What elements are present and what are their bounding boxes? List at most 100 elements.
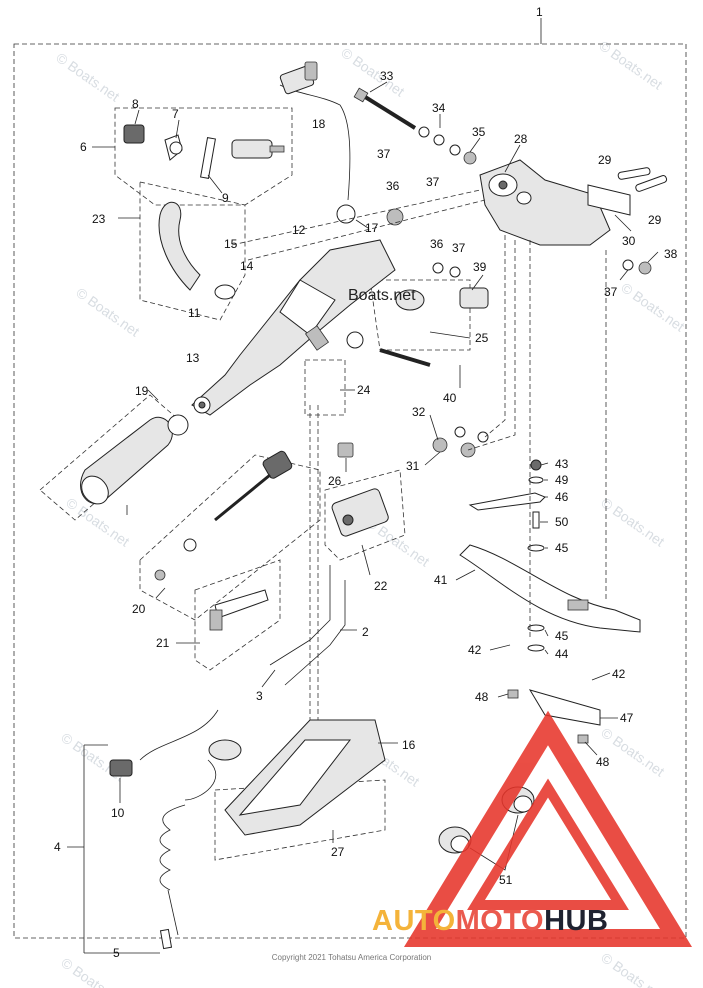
callout-27: 27 bbox=[331, 845, 345, 859]
callout-19: 19 bbox=[135, 384, 149, 398]
callout-47: 47 bbox=[620, 711, 634, 725]
callout-33: 33 bbox=[380, 69, 394, 83]
throttle-grip-23 bbox=[158, 202, 236, 300]
reference-lines bbox=[231, 189, 607, 720]
callout-13: 13 bbox=[186, 351, 200, 365]
callout-41: 41 bbox=[434, 573, 448, 587]
callout-20: 20 bbox=[132, 602, 146, 616]
watermark: © Boats.net bbox=[598, 724, 667, 779]
callout-50: 50 bbox=[555, 515, 569, 529]
copyright-notice: Copyright 2021 Tohatsu America Corporati… bbox=[271, 953, 432, 962]
group-20-outline bbox=[139, 454, 321, 621]
callout-17: 17 bbox=[365, 221, 379, 235]
stop-switch-lanyard bbox=[109, 709, 242, 950]
callout-43: 43 bbox=[555, 457, 569, 471]
shaft-20-parts bbox=[154, 450, 293, 581]
callout-37c: 37 bbox=[452, 241, 466, 255]
callout-24: 24 bbox=[357, 383, 371, 397]
automotohub-logo-mark bbox=[403, 710, 693, 947]
watermark: © Boats.net bbox=[598, 494, 667, 549]
tiller-bracket bbox=[479, 159, 611, 246]
logo-moto: MOTO bbox=[455, 905, 545, 937]
callout-1: 1 bbox=[536, 5, 543, 19]
callout-46: 46 bbox=[555, 490, 569, 504]
group-24-outline bbox=[304, 359, 346, 416]
callout-34: 34 bbox=[432, 101, 446, 115]
callout-2: 2 bbox=[362, 625, 369, 639]
automotohub-logo-text: AUTOMOTOHUB bbox=[372, 905, 608, 938]
leader-lines bbox=[67, 81, 659, 954]
link-21 bbox=[209, 589, 269, 631]
callout-36b: 36 bbox=[430, 237, 444, 251]
callout-39: 39 bbox=[473, 260, 487, 274]
callout-51: 51 bbox=[499, 873, 513, 887]
callout-labels: 1 2 3 4 5 6 7 8 9 10 11 12 13 14 15 16 1… bbox=[54, 5, 678, 960]
logo-auto: AUTO bbox=[372, 905, 456, 937]
callout-40: 40 bbox=[443, 391, 457, 405]
callout-48a: 48 bbox=[475, 690, 489, 704]
callout-28: 28 bbox=[514, 132, 528, 146]
callout-45b: 45 bbox=[555, 629, 569, 643]
callout-12: 12 bbox=[292, 223, 306, 237]
group-22-outline bbox=[324, 469, 406, 561]
callout-37a: 37 bbox=[377, 147, 391, 161]
watermark: © Boats.net bbox=[618, 279, 687, 334]
callout-26: 26 bbox=[328, 474, 342, 488]
callout-37d: 37 bbox=[604, 285, 618, 299]
callout-8: 8 bbox=[132, 97, 139, 111]
callout-5: 5 bbox=[113, 946, 120, 960]
callout-25: 25 bbox=[475, 331, 489, 345]
callout-10: 10 bbox=[111, 806, 125, 820]
callout-15: 15 bbox=[224, 237, 238, 251]
callout-4: 4 bbox=[54, 840, 61, 854]
grip-19 bbox=[80, 414, 189, 515]
callout-22: 22 bbox=[374, 579, 388, 593]
callout-31: 31 bbox=[406, 459, 420, 473]
callout-16: 16 bbox=[402, 738, 416, 752]
group-19-outline bbox=[39, 394, 186, 521]
plate-30 bbox=[587, 167, 668, 216]
callout-48b: 48 bbox=[596, 755, 610, 769]
group-23-outline bbox=[139, 181, 246, 321]
bolt-33-stack bbox=[353, 87, 477, 165]
callout-21: 21 bbox=[156, 636, 170, 650]
callout-9: 9 bbox=[222, 191, 229, 205]
group-21-outline bbox=[194, 559, 281, 671]
bracket-41 bbox=[459, 544, 641, 633]
switch-assembly bbox=[123, 124, 285, 179]
callout-23: 23 bbox=[92, 212, 106, 226]
callout-6: 6 bbox=[80, 140, 87, 154]
fastener-stack-43-50 bbox=[468, 459, 546, 652]
callout-29a: 29 bbox=[598, 153, 612, 167]
callout-36a: 36 bbox=[386, 179, 400, 193]
callout-18: 18 bbox=[312, 117, 326, 131]
callout-42b: 42 bbox=[612, 667, 626, 681]
callout-44: 44 bbox=[555, 647, 569, 661]
callout-49: 49 bbox=[555, 473, 569, 487]
group-25-outline bbox=[369, 279, 471, 351]
assembly-boundary bbox=[13, 43, 687, 939]
wiring-harness bbox=[279, 61, 356, 224]
callout-29b: 29 bbox=[648, 213, 662, 227]
center-watermark: Boats.net bbox=[348, 287, 416, 304]
callout-3: 3 bbox=[256, 689, 263, 703]
switch-22 bbox=[331, 488, 389, 537]
callout-32: 32 bbox=[412, 405, 426, 419]
callout-45a: 45 bbox=[555, 541, 569, 555]
callout-7: 7 bbox=[172, 107, 179, 121]
misc-hardware bbox=[337, 208, 652, 458]
bracket-47 bbox=[507, 689, 601, 744]
callout-38: 38 bbox=[664, 247, 678, 261]
callout-42a: 42 bbox=[468, 643, 482, 657]
callout-11: 11 bbox=[188, 306, 201, 320]
callout-37b: 37 bbox=[426, 175, 440, 189]
watermark: © Boats.net bbox=[53, 49, 122, 104]
callout-30: 30 bbox=[622, 234, 636, 248]
callout-14: 14 bbox=[240, 259, 254, 273]
lower-cover-16 bbox=[224, 719, 386, 836]
cables-2-3 bbox=[269, 565, 346, 686]
tiller-arm bbox=[191, 239, 396, 416]
watermark: © Boats.net bbox=[596, 37, 665, 92]
watermark: © Boats.net bbox=[338, 44, 407, 99]
